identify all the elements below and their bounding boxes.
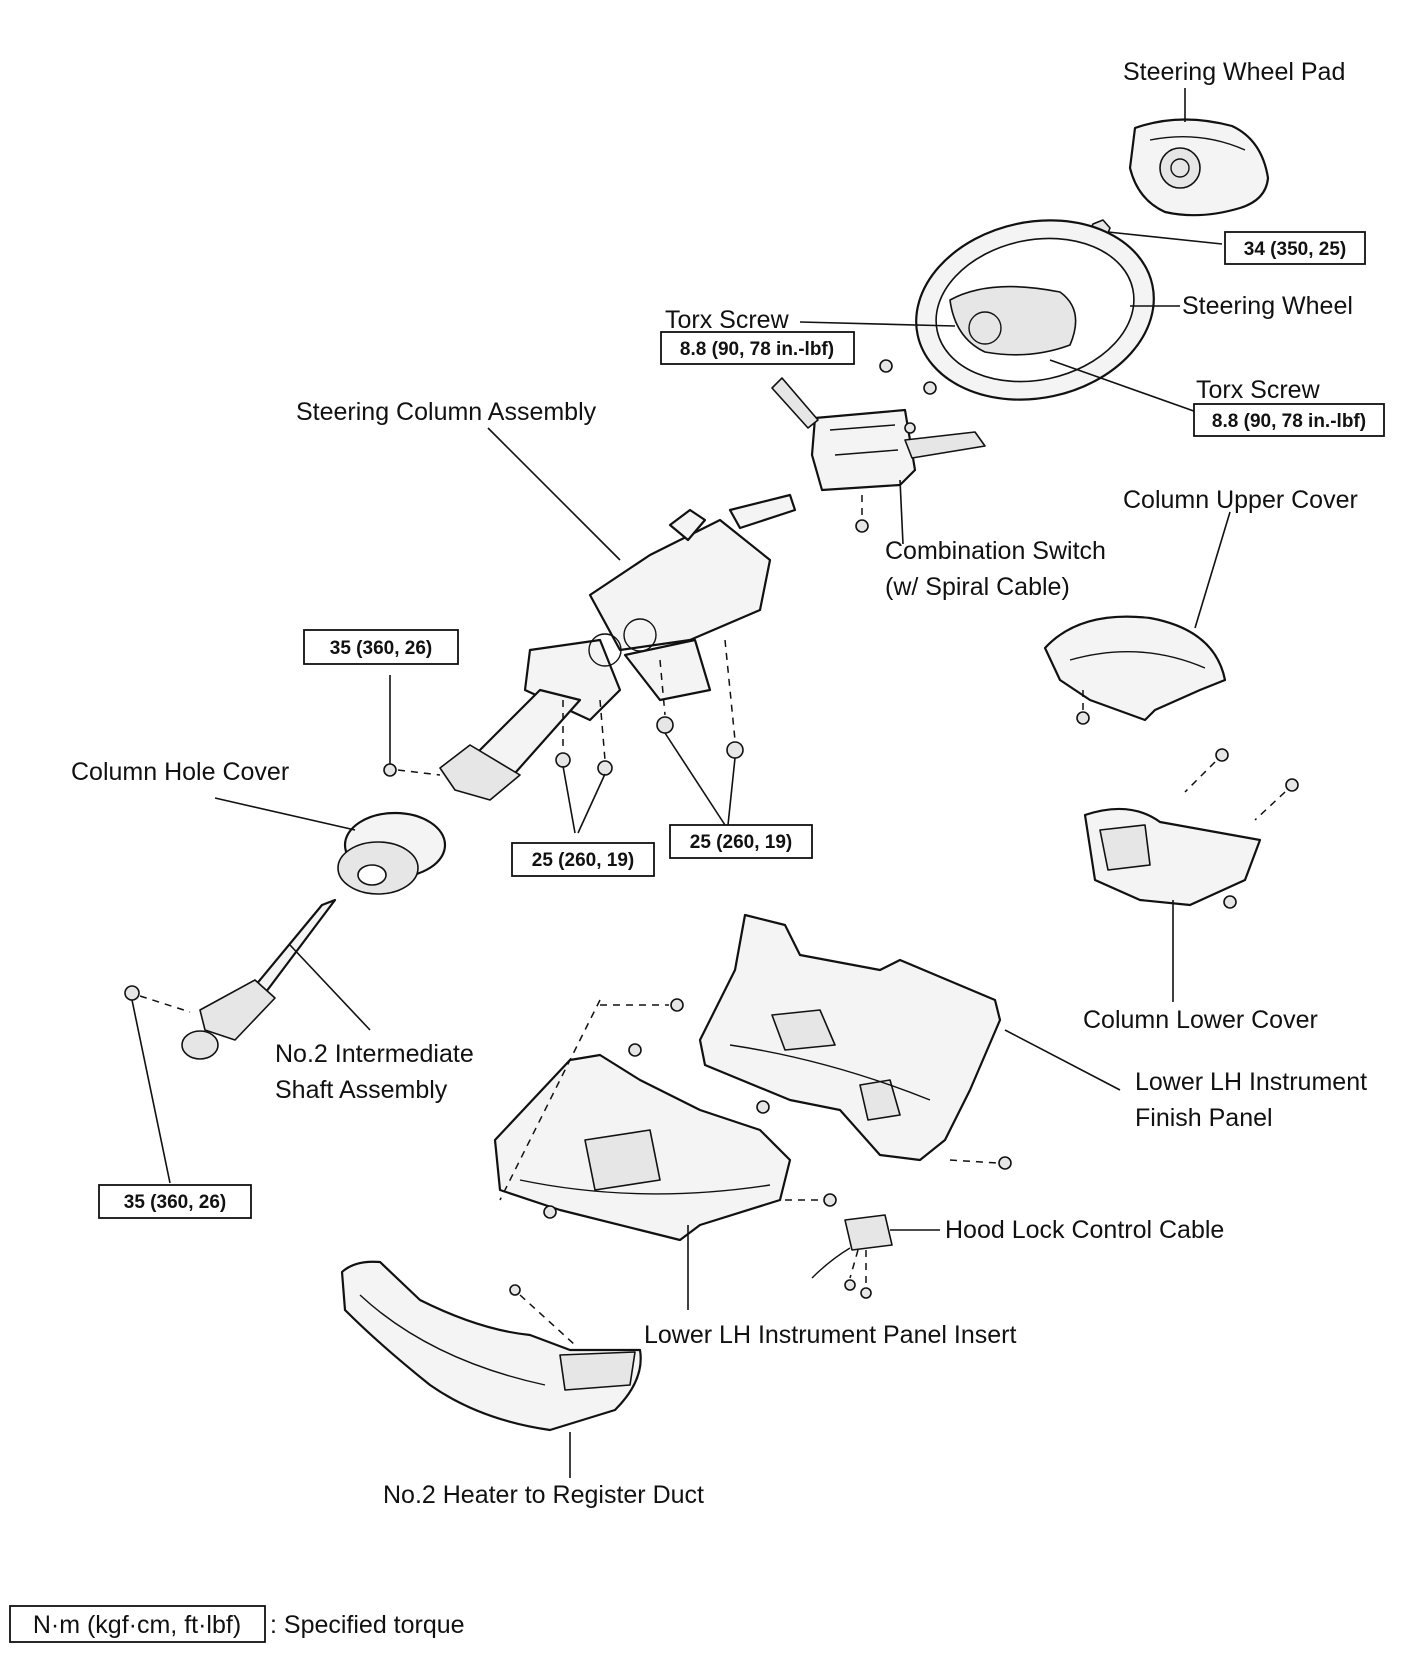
svg-text:34 (350, 25): 34 (350, 25): [1244, 239, 1346, 260]
hood-lock-cable-part: [811, 1214, 893, 1299]
torque-shaft-bolt: 35 (360, 26): [98, 1184, 252, 1219]
label-lower-lh-finish-panel: Lower LH Instrument: [1135, 1068, 1367, 1096]
label-intermediate-shaft: No.2 Intermediate: [275, 1040, 474, 1068]
label-torx-screw-right: Torx Screw: [1196, 376, 1321, 404]
steering-wheel-pad-part: [1128, 118, 1270, 217]
label-lower-lh-panel-insert: Lower LH Instrument Panel Insert: [644, 1321, 1016, 1349]
column-lower-cover-part: [1083, 748, 1299, 909]
column-upper-cover-part: [1043, 615, 1227, 725]
label-combination-switch: Combination Switch: [885, 537, 1106, 565]
label-column-upper-cover: Column Upper Cover: [1123, 486, 1358, 514]
label-intermediate-shaft-sub: Shaft Assembly: [275, 1076, 448, 1104]
combination-switch-part: [771, 377, 986, 492]
label-column-lower-cover: Column Lower Cover: [1083, 1006, 1318, 1034]
torque-specs: 34 (350, 25) 8.8 (90, 78 in.-lbf) 8.8 (9…: [98, 231, 1385, 1219]
torque-column-nuts: 25 (260, 19): [511, 842, 655, 877]
svg-text:25 (260, 19): 25 (260, 19): [532, 850, 634, 871]
torque-column-bolts: 25 (260, 19): [669, 824, 813, 859]
leader-lines: [131, 88, 1231, 1478]
label-lower-lh-finish-panel-sub: Finish Panel: [1135, 1104, 1273, 1132]
steering-wheel-part: [915, 219, 1155, 401]
lower-lh-panel-insert-part: [493, 999, 837, 1242]
svg-text:8.8 (90, 78 in.-lbf): 8.8 (90, 78 in.-lbf): [1212, 411, 1366, 432]
label-steering-wheel: Steering Wheel: [1182, 292, 1353, 320]
torque-legend: N·m (kgf·cm, ft·lbf) : Specified torque: [9, 1605, 465, 1643]
svg-text:8.8 (90, 78 in.-lbf): 8.8 (90, 78 in.-lbf): [680, 339, 834, 360]
heater-register-duct-part: [340, 1260, 642, 1432]
label-heater-register-duct: No.2 Heater to Register Duct: [383, 1481, 704, 1509]
torque-wheel-nut: 34 (350, 25): [1224, 231, 1366, 265]
label-column-hole-cover: Column Hole Cover: [71, 758, 289, 786]
lower-lh-finish-panel-part: [600, 913, 1012, 1170]
legend-unit-text: N·m (kgf·cm, ft·lbf): [33, 1611, 241, 1639]
steering-column-part: [439, 493, 797, 801]
svg-text:35 (360, 26): 35 (360, 26): [124, 1192, 226, 1213]
legend-description: : Specified torque: [270, 1611, 465, 1639]
label-hood-lock-control-cable: Hood Lock Control Cable: [945, 1216, 1224, 1244]
svg-text:25 (260, 19): 25 (260, 19): [690, 832, 792, 853]
torque-torx-left: 8.8 (90, 78 in.-lbf): [660, 331, 855, 365]
label-steering-column-assembly: Steering Column Assembly: [296, 398, 597, 426]
part-labels: Steering Wheel Pad Steering Wheel Torx S…: [71, 58, 1367, 1509]
label-combination-switch-sub: (w/ Spiral Cable): [885, 573, 1070, 601]
torque-column-bolt-upper: 35 (360, 26): [303, 629, 459, 665]
intermediate-shaft-part: [124, 898, 337, 1060]
column-hole-cover-part: [337, 811, 447, 895]
label-steering-wheel-pad: Steering Wheel Pad: [1123, 58, 1345, 86]
torque-torx-right: 8.8 (90, 78 in.-lbf): [1193, 403, 1385, 437]
legend-unit-box: [9, 1605, 266, 1643]
label-torx-screw-left: Torx Screw: [665, 306, 790, 334]
svg-text:35 (360, 26): 35 (360, 26): [330, 638, 432, 659]
combination-switch-screws: [855, 359, 937, 533]
